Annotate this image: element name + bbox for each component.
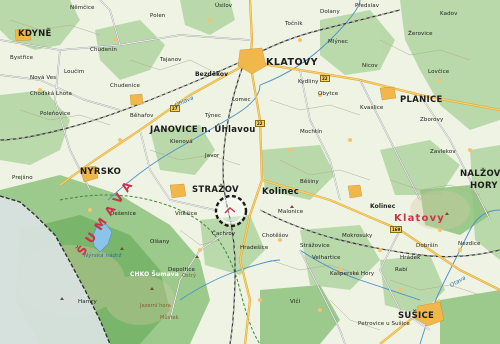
village-label[interactable]: Úsilov [215, 3, 233, 9]
town-label-nyrsko[interactable]: NYRSKO [80, 167, 122, 177]
village-label[interactable]: Poleňovice [40, 111, 71, 117]
road-shield: 22 [255, 120, 265, 127]
village-label[interactable]: Hradešice [240, 245, 269, 251]
village-label[interactable]: Běšiny [300, 179, 319, 185]
village-label[interactable]: Malonice [278, 209, 304, 215]
mountain-label[interactable]: Můstek [160, 315, 179, 321]
village-label[interactable]: Dešenice [110, 211, 137, 217]
town-label-janovice[interactable]: JANOVICE n. Úhlavou [150, 125, 256, 135]
town-label-klatovy[interactable]: KLATOVY [266, 57, 319, 68]
road-shield: 169 [390, 226, 403, 233]
village-label[interactable]: Kašperské Hory [330, 271, 375, 277]
village-label[interactable]: Mlýnec [328, 39, 349, 45]
village-label[interactable]: Kadov [440, 11, 458, 17]
village-label[interactable]: Předslav [355, 3, 380, 9]
village-label[interactable]: Němčice [70, 5, 95, 11]
village-label[interactable]: Kolinec [262, 187, 300, 197]
village-label[interactable]: Polen [150, 13, 166, 19]
village-label[interactable]: Chotěšov [262, 233, 289, 239]
protected-area-label: CHKO Šumava [130, 271, 179, 278]
town-label-kolinec[interactable]: Kolinec [370, 203, 396, 210]
village-label[interactable]: Prejšno [12, 175, 33, 181]
town-label-strazov[interactable]: STRAŽOV [192, 185, 239, 195]
village-label[interactable]: Bezděkov [195, 71, 229, 78]
town-label-plane[interactable]: PLANICE [400, 95, 443, 105]
lake-label: Nýrská nádrž [84, 253, 122, 259]
village-label[interactable]: Žerovice [408, 31, 433, 37]
village-label[interactable]: Olšany [150, 239, 170, 245]
village-label[interactable]: Depoltice [168, 267, 195, 273]
village-label[interactable]: Chudenice [110, 83, 141, 89]
village-label[interactable]: Vitěšice [175, 211, 198, 217]
village-label[interactable]: Vlčí [290, 299, 301, 305]
village-label[interactable]: Kydliny [298, 79, 319, 85]
town-label-kdyne[interactable]: KDYNĚ [18, 29, 52, 39]
village-label[interactable]: Kvaslice [360, 105, 384, 111]
village-label[interactable]: Obytce [318, 91, 339, 97]
village-label[interactable]: Točnik [285, 21, 303, 27]
village-label[interactable]: Zborovy [420, 117, 444, 123]
village-label[interactable]: Nicov [362, 63, 378, 69]
village-label[interactable]: Petrovice u Sušice [358, 321, 410, 327]
road-shield: 27 [170, 105, 180, 112]
village-label[interactable]: Týnec [205, 113, 222, 119]
village-label[interactable]: Běhařov [130, 113, 154, 119]
village-label[interactable]: Čachrov [212, 231, 236, 237]
village-label[interactable]: Rabí [395, 267, 408, 273]
village-label[interactable]: Hamry [78, 299, 97, 305]
village-label[interactable]: Strážovice [300, 243, 330, 249]
mountain-label[interactable]: Jezerní hora [140, 303, 171, 309]
village-label[interactable]: Bystřice [10, 55, 34, 61]
village-label[interactable]: Mochtín [300, 129, 323, 135]
village-label[interactable]: Klenová [170, 139, 193, 145]
village-label[interactable]: Lovčice [428, 69, 450, 75]
village-label[interactable]: Chudenín [90, 47, 117, 53]
village-label[interactable]: Dobršín [416, 243, 438, 249]
village-label[interactable]: Javor [205, 153, 220, 159]
region-label-klatovy: Klatovy [394, 213, 446, 224]
village-label[interactable]: Velhartice [312, 255, 341, 261]
town-label-susice[interactable]: SUŠICE [398, 311, 435, 321]
village-label[interactable]: Mokrosuky [342, 233, 373, 239]
village-label[interactable]: Lomec [232, 97, 251, 103]
village-label[interactable]: Nová Ves [30, 75, 57, 81]
village-label[interactable]: Zavlekov [430, 149, 456, 155]
town-label-nalzovske[interactable]: NALŽOVSKÉ [460, 169, 500, 179]
mountain-label[interactable]: Ostrý [182, 273, 197, 279]
road-shield: 22 [320, 75, 330, 82]
village-label[interactable]: Nezdice [458, 241, 481, 247]
village-label[interactable]: Hrádek [400, 255, 421, 261]
town-label-hory[interactable]: HORY [470, 181, 498, 191]
village-label[interactable]: Chodská Lhota [30, 91, 72, 97]
village-label[interactable]: Loučim [64, 69, 85, 75]
location-marker[interactable] [214, 194, 248, 228]
village-label[interactable]: Dolany [320, 9, 340, 15]
village-label[interactable]: Tajanov [160, 57, 182, 63]
